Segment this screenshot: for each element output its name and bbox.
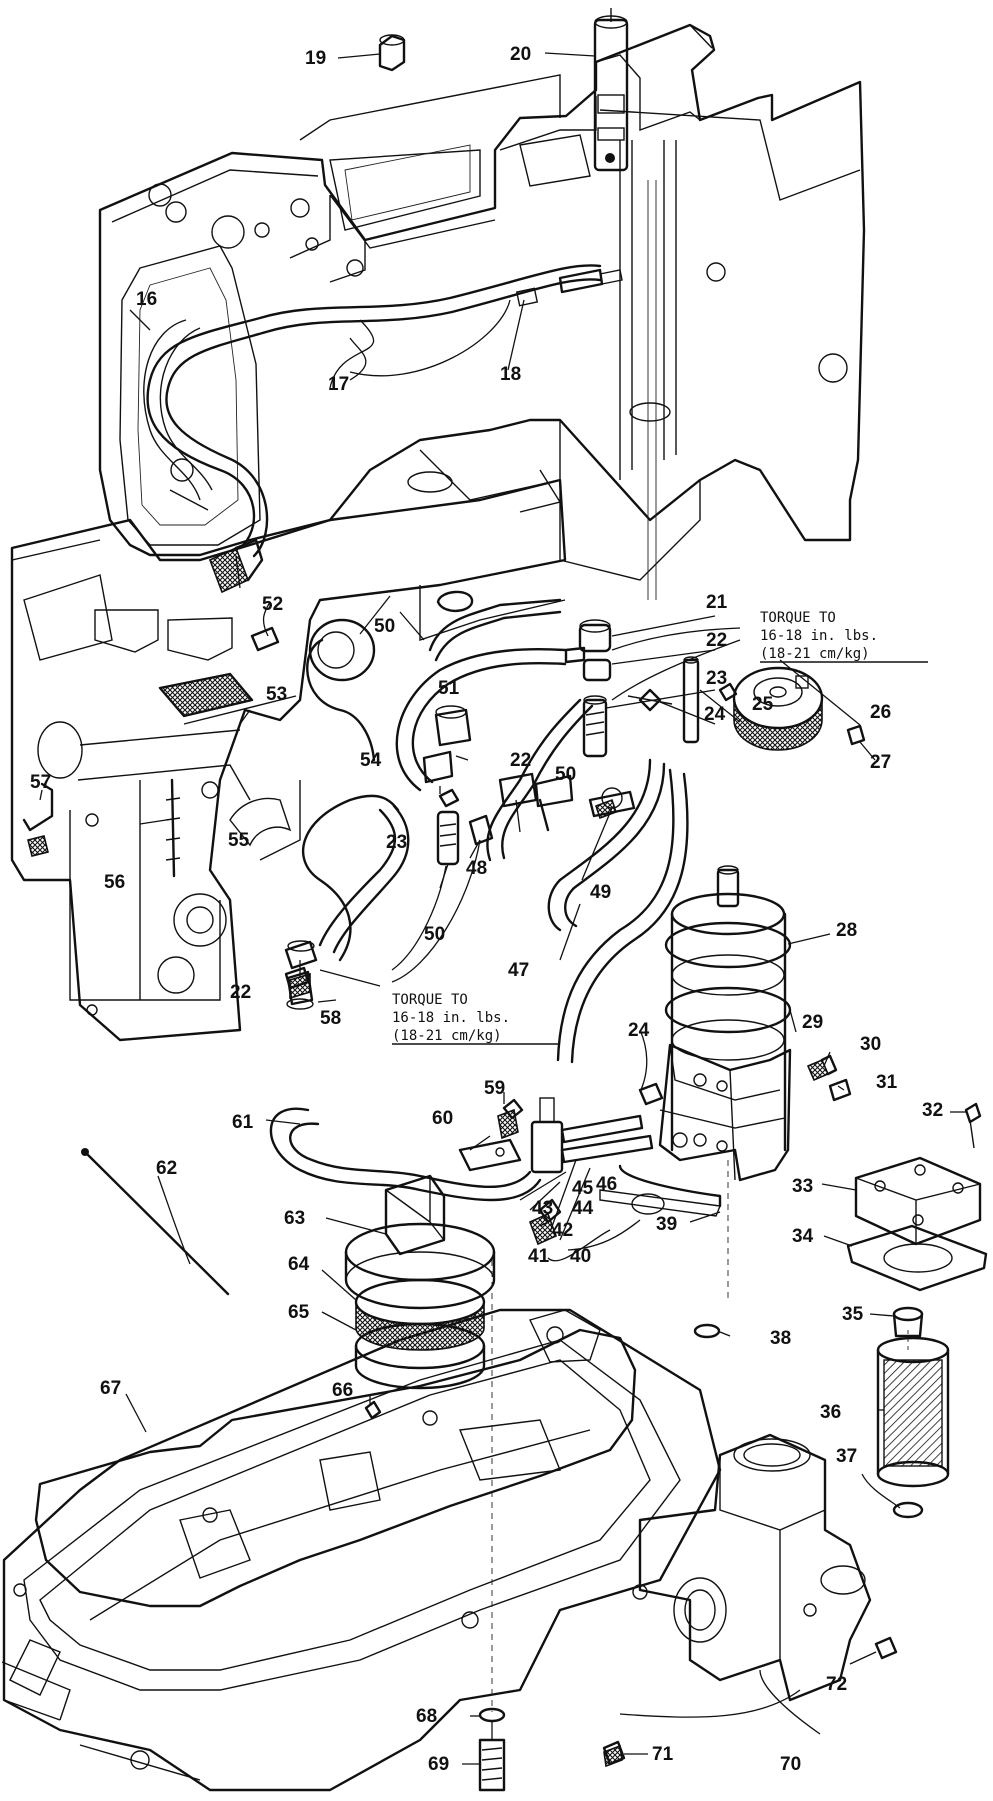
callout-52: 52 (262, 594, 283, 615)
torque-note-upper-line3: (18-21 cm/kg) (760, 646, 870, 662)
callout-53: 53 (266, 684, 287, 705)
callout-22: 22 (706, 630, 727, 651)
left-small-parts (22, 590, 474, 990)
callout-50-upper: 50 (374, 616, 395, 637)
callout-50-lower: 50 (424, 924, 445, 945)
callout-labels: 19 20 16 17 18 52 21 22 23 24 25 26 27 5… (30, 44, 943, 1775)
torque-leaders (391, 627, 741, 983)
torque-note-upper-line1: TORQUE TO (760, 610, 836, 626)
callout-25: 25 (752, 694, 774, 715)
callout-48: 48 (466, 858, 487, 879)
callout-16: 16 (136, 289, 157, 310)
part-20-shaft (593, 8, 629, 172)
callout-34: 34 (792, 1226, 814, 1247)
callout-21: 21 (706, 592, 728, 613)
callout-27: 27 (870, 752, 891, 773)
torque-note-lower-line3: (18-21 cm/kg) (392, 1028, 502, 1044)
callout-69: 69 (428, 1754, 449, 1775)
parts-68-72-fasteners (478, 1636, 898, 1792)
upper-wick-tube (143, 264, 623, 558)
part-38-ring (693, 1323, 721, 1339)
callout-72: 72 (826, 1674, 847, 1695)
callout-71: 71 (652, 1744, 674, 1765)
callout-58: 58 (320, 1008, 341, 1029)
callout-47: 47 (508, 960, 529, 981)
parts-63-66-strainer (344, 1174, 496, 1420)
part-26-gear (732, 666, 866, 751)
part-67-gasket (34, 1328, 637, 1608)
callout-19: 19 (305, 48, 326, 69)
callout-23: 23 (706, 668, 727, 689)
part-52-wick-end (208, 538, 264, 594)
callout-31: 31 (876, 1072, 898, 1093)
callout-46: 46 (596, 1174, 617, 1195)
torque-note-lower-line2: 16-18 in. lbs. (392, 1010, 510, 1026)
callout-44: 44 (572, 1198, 594, 1219)
callout-23-middle: 23 (386, 832, 407, 853)
callout-60: 60 (432, 1108, 453, 1129)
oil-tubes (269, 598, 689, 1202)
leader-lines (39, 52, 966, 1765)
torque-note-upper: TORQUE TO 16-18 in. lbs. (18-21 cm/kg) (760, 610, 928, 663)
callout-55: 55 (228, 830, 250, 851)
callout-54: 54 (360, 750, 382, 771)
callout-50-middle: 50 (555, 764, 576, 785)
callout-40: 40 (570, 1246, 591, 1267)
callout-45: 45 (572, 1178, 594, 1199)
callout-65: 65 (288, 1302, 310, 1323)
callout-37: 37 (836, 1446, 857, 1467)
callout-67: 67 (100, 1378, 121, 1399)
callout-68: 68 (416, 1706, 437, 1727)
callout-59: 59 (484, 1078, 505, 1099)
callout-51: 51 (438, 678, 460, 699)
parts-32-34-cover (846, 1102, 988, 1292)
parts-30-31-screws (806, 1054, 852, 1102)
callout-49: 49 (590, 882, 611, 903)
part-62-rod (81, 1148, 230, 1296)
callout-42: 42 (552, 1220, 573, 1241)
torque-note-lower-line1: TORQUE TO (392, 992, 468, 1008)
lower-valve-assembly (458, 1082, 722, 1246)
callout-26: 26 (870, 702, 891, 723)
callout-24-lower: 24 (628, 1020, 650, 1041)
callout-64: 64 (288, 1254, 310, 1275)
callout-39: 39 (656, 1214, 677, 1235)
machine-bed-casting (10, 478, 567, 1042)
fittings-cluster (284, 619, 738, 1010)
callout-61: 61 (232, 1112, 254, 1133)
callout-43: 43 (532, 1198, 553, 1219)
callout-41: 41 (528, 1246, 550, 1267)
callout-56: 56 (104, 872, 125, 893)
callout-17: 17 (328, 374, 349, 395)
filter-housing (638, 1433, 872, 1702)
callout-62: 62 (156, 1158, 177, 1179)
callout-32: 32 (922, 1100, 943, 1121)
callout-57: 57 (30, 772, 51, 793)
part-19-plug (378, 34, 406, 72)
torque-note-lower: TORQUE TO 16-18 in. lbs. (18-21 cm/kg) (392, 992, 560, 1045)
callout-38: 38 (770, 1328, 791, 1349)
callout-18: 18 (500, 364, 521, 385)
torque-note-upper-line2: 16-18 in. lbs. (760, 628, 878, 644)
callout-22-lower: 22 (230, 982, 251, 1003)
callout-22-middle: 22 (510, 750, 531, 771)
machine-arm-casting (98, 23, 866, 600)
callout-29: 29 (802, 1012, 823, 1033)
callout-33: 33 (792, 1176, 813, 1197)
callout-24: 24 (704, 704, 726, 725)
part-28-pump-cylinder (664, 865, 792, 1152)
callout-63: 63 (284, 1208, 305, 1229)
callout-66: 66 (332, 1380, 353, 1401)
callout-35: 35 (842, 1304, 864, 1325)
callout-28: 28 (836, 920, 857, 941)
callout-36: 36 (820, 1402, 841, 1423)
callout-30: 30 (860, 1034, 881, 1055)
callout-70: 70 (780, 1754, 801, 1775)
parts-35-37-filter (876, 1306, 950, 1519)
callout-20: 20 (510, 44, 531, 65)
oil-pump-body (658, 1043, 792, 1182)
